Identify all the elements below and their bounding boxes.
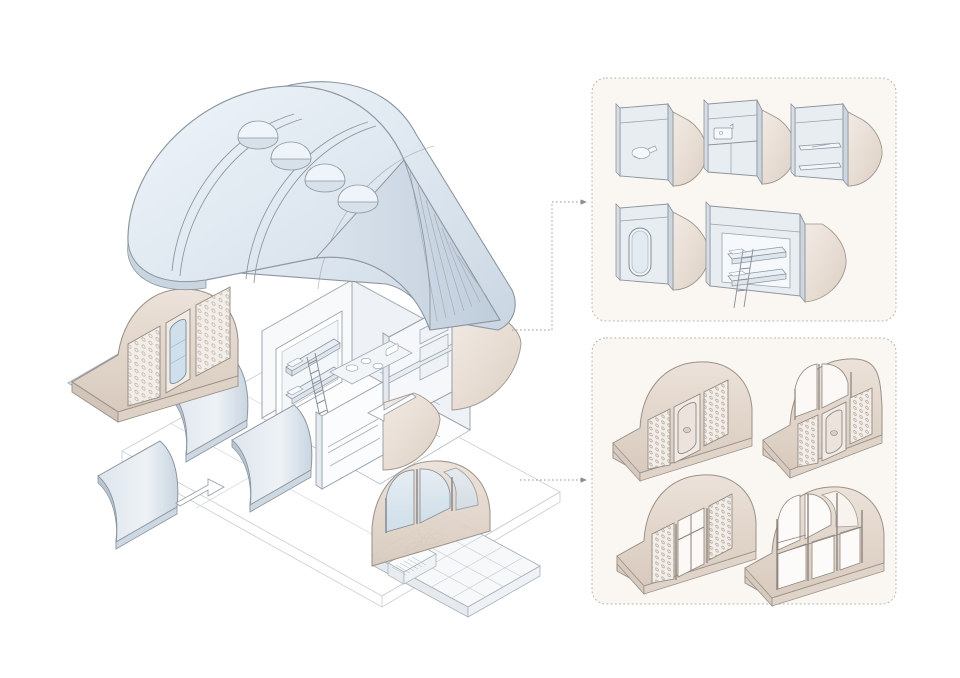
glazed-bays <box>794 363 849 418</box>
service-module-kitchen <box>329 302 522 426</box>
service-module-bathroom <box>315 381 441 490</box>
glazed-bays <box>777 490 861 590</box>
glazed-end-wall <box>371 460 491 567</box>
module-kitchen[interactable] <box>703 99 797 186</box>
arrow-assembly-left <box>175 478 225 507</box>
module-bunkbeds[interactable] <box>705 201 847 309</box>
panel-facade-variants[interactable] <box>591 337 897 608</box>
exploded-axonometric-assembly <box>67 81 561 618</box>
facade-b[interactable] <box>762 358 883 480</box>
arrow-assembly-right <box>367 393 417 422</box>
facade-d[interactable] <box>744 486 885 608</box>
facade-c[interactable] <box>616 474 757 596</box>
bunk-ladder-icon <box>733 248 754 309</box>
porthole-window <box>628 227 652 277</box>
skylight-dome <box>304 163 346 193</box>
panel-interior-modules[interactable] <box>591 77 897 322</box>
module-porthole[interactable] <box>615 202 710 292</box>
module-shelving[interactable] <box>790 102 883 188</box>
sink-icon <box>713 123 734 140</box>
leader-to-modules-panel <box>512 199 587 331</box>
mullions <box>776 493 863 590</box>
module-bathroom[interactable] <box>615 102 708 188</box>
skylight-dome <box>270 141 312 171</box>
mullions <box>385 469 453 533</box>
end-wall-perforated <box>67 286 239 423</box>
skylight-dome <box>337 184 379 214</box>
skylight-domes <box>237 120 379 214</box>
roof-ribs <box>171 113 435 290</box>
bunk-bed-lower <box>727 268 787 287</box>
partition-curved-b <box>231 404 313 513</box>
porthole-window <box>169 319 187 384</box>
partition-curved-c <box>97 440 179 550</box>
skylight-dome <box>237 120 279 150</box>
roof-corrugated-end <box>314 159 501 331</box>
facade-a[interactable] <box>612 361 753 483</box>
roof-shell <box>127 81 516 331</box>
